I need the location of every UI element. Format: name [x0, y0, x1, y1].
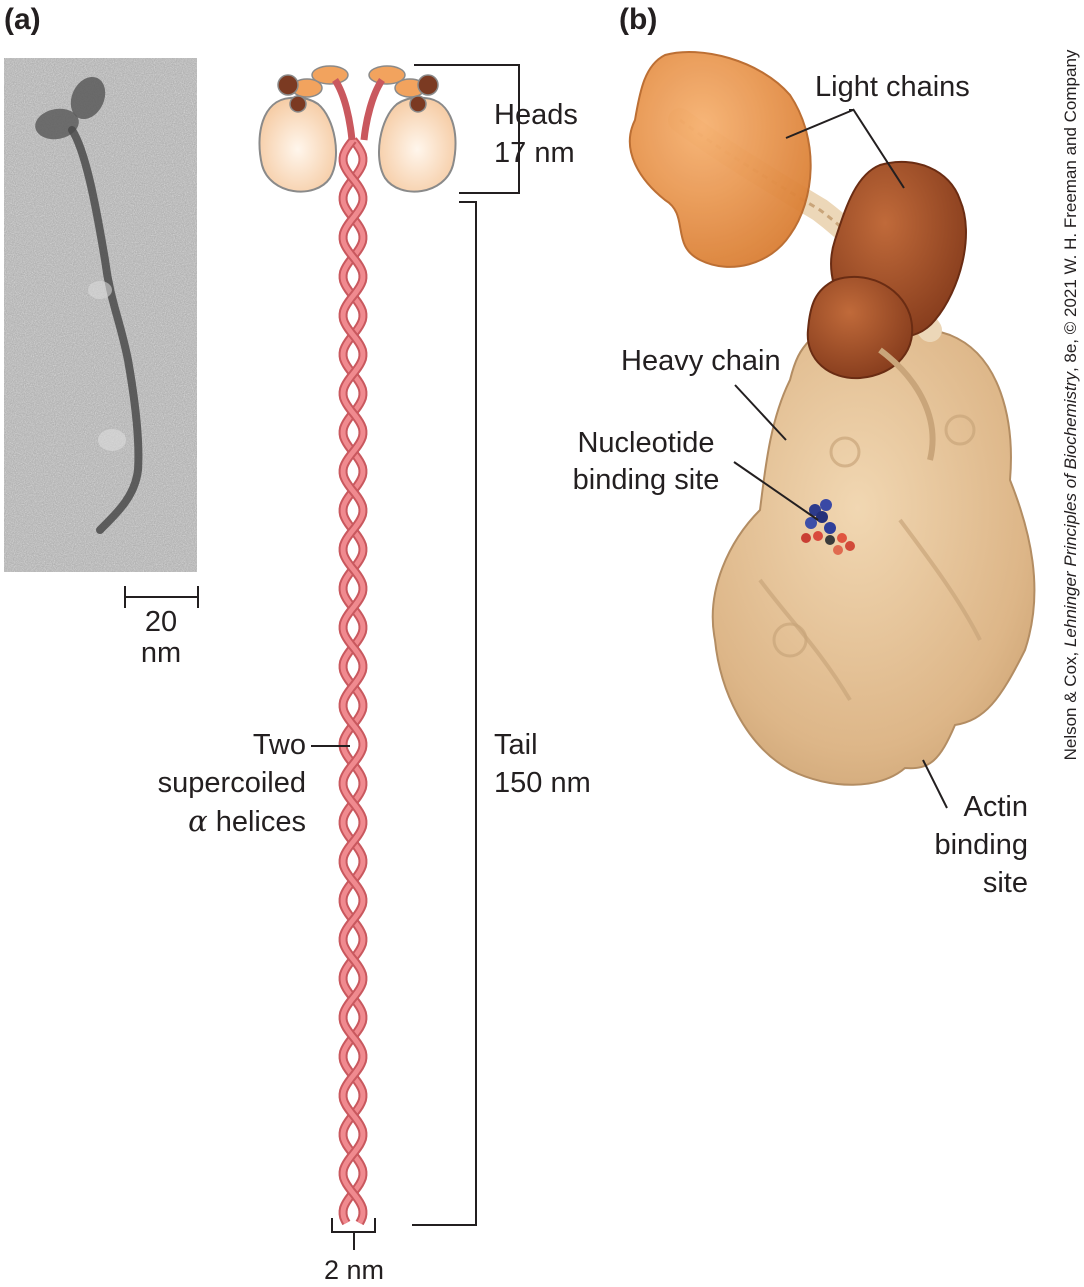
myosin-heads [258, 65, 457, 193]
nucleotide-label-line2: binding site [572, 464, 720, 496]
tail-length: 150 nm [494, 767, 591, 799]
panel-b-label: (b) [619, 3, 658, 36]
helices-word: helices [207, 806, 306, 838]
scale-bar-unit: nm [140, 637, 182, 669]
scale-bar [124, 586, 199, 608]
helices-label-line2: supercoiled [157, 767, 306, 799]
nucleotide-molecule [801, 499, 855, 555]
heads-length: 17 nm [494, 137, 575, 169]
electron-micrograph [4, 58, 197, 572]
copyright-credit: Nelson & Cox, Lehninger Principles of Bi… [1061, 50, 1081, 761]
credit-copyright: , © 2021 W. H. Freeman and Company [1061, 49, 1080, 344]
actin-label-line2: binding [934, 829, 1028, 861]
heads-label: Heads [494, 99, 578, 131]
nucleotide-label-line1: Nucleotide [577, 427, 715, 459]
heavy-chain-label: Heavy chain [621, 345, 781, 377]
myosin-tail-helices [338, 137, 368, 1226]
width-label: 2 nm [323, 1255, 385, 1285]
light-chains-label: Light chains [815, 71, 970, 103]
helices-label-line3: α helices [100, 804, 306, 840]
myosin-s1-structure [628, 51, 1036, 786]
tail-bracket [412, 201, 477, 1226]
width-bracket [331, 1218, 376, 1250]
actin-label-line1: Actin [963, 791, 1028, 823]
panel-b-leader-lines [733, 108, 948, 809]
alpha-symbol: α [188, 804, 208, 838]
tail-label: Tail [494, 729, 538, 761]
credit-authors: Nelson & Cox, [1061, 647, 1080, 761]
actin-label-line3: site [982, 867, 1028, 899]
heads-bracket [414, 64, 520, 194]
helices-label-line1: Two [252, 729, 306, 761]
credit-edition: , 8e [1061, 343, 1080, 373]
scale-bar-value: 20 [144, 606, 178, 638]
panel-a-label: (a) [4, 3, 41, 36]
credit-book: Lehninger Principles of Biochemistry [1061, 372, 1080, 648]
